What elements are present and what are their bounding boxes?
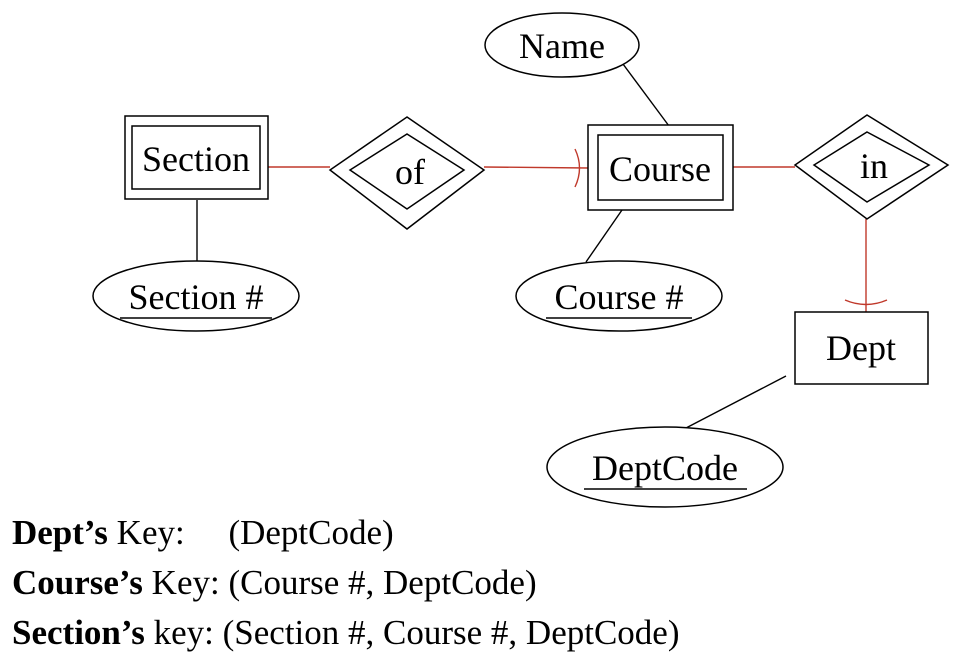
dept-key-word: Key: (107, 513, 185, 552)
entity-dept-label: Dept (826, 328, 896, 368)
course-to-name-line (619, 59, 670, 127)
relationship-in-label: in (860, 146, 888, 186)
course-key-entity: Course’s (12, 563, 143, 602)
entity-dept: Dept (794, 311, 929, 385)
attribute-deptcode: DeptCode (546, 426, 784, 508)
section-key-word: key: (144, 613, 214, 652)
dept-key-row: Dept’s Key: (DeptCode) (12, 508, 680, 558)
attribute-course-num-label: Course # (555, 277, 684, 317)
entity-section-label: Section (142, 139, 250, 179)
dept-key-value: (DeptCode) (184, 513, 394, 552)
key-definitions: Dept’s Key: (DeptCode) Course’s Key: (Co… (12, 508, 680, 658)
course-key-value: (Course #, DeptCode) (219, 563, 537, 602)
dept-to-deptcode-line (685, 375, 787, 429)
course-key-row: Course’s Key: (Course #, DeptCode) (12, 558, 680, 608)
attribute-deptcode-label: DeptCode (592, 448, 738, 488)
entity-section: Section (124, 115, 269, 200)
er-diagram: Section of Course in Dept Name Section #… (92, 12, 950, 508)
section-key-row: Section’s key: (Section #, Course #, Dep… (12, 608, 680, 658)
of-course-line (483, 166, 589, 169)
section-key-value: (Section #, Course #, DeptCode) (213, 613, 680, 652)
attribute-section-num: Section # (92, 260, 300, 332)
course-key-word: Key: (142, 563, 220, 602)
entity-course: Course (587, 124, 734, 211)
section-key-entity: Section’s (12, 613, 145, 652)
relationship-in: in (793, 114, 950, 220)
attribute-name-label: Name (519, 26, 605, 66)
course-to-course-num-line (585, 209, 623, 263)
dept-key-entity: Dept’s (12, 513, 108, 552)
relationship-of-label: of (395, 152, 425, 192)
attribute-course-num: Course # (515, 260, 723, 332)
of-course-arrowhead (574, 148, 581, 188)
entity-course-label: Course (609, 149, 711, 189)
relationship-of: of (328, 116, 486, 230)
attribute-section-num-label: Section # (129, 277, 264, 317)
attribute-name: Name (484, 12, 640, 78)
in-dept-arrowhead (844, 299, 888, 306)
